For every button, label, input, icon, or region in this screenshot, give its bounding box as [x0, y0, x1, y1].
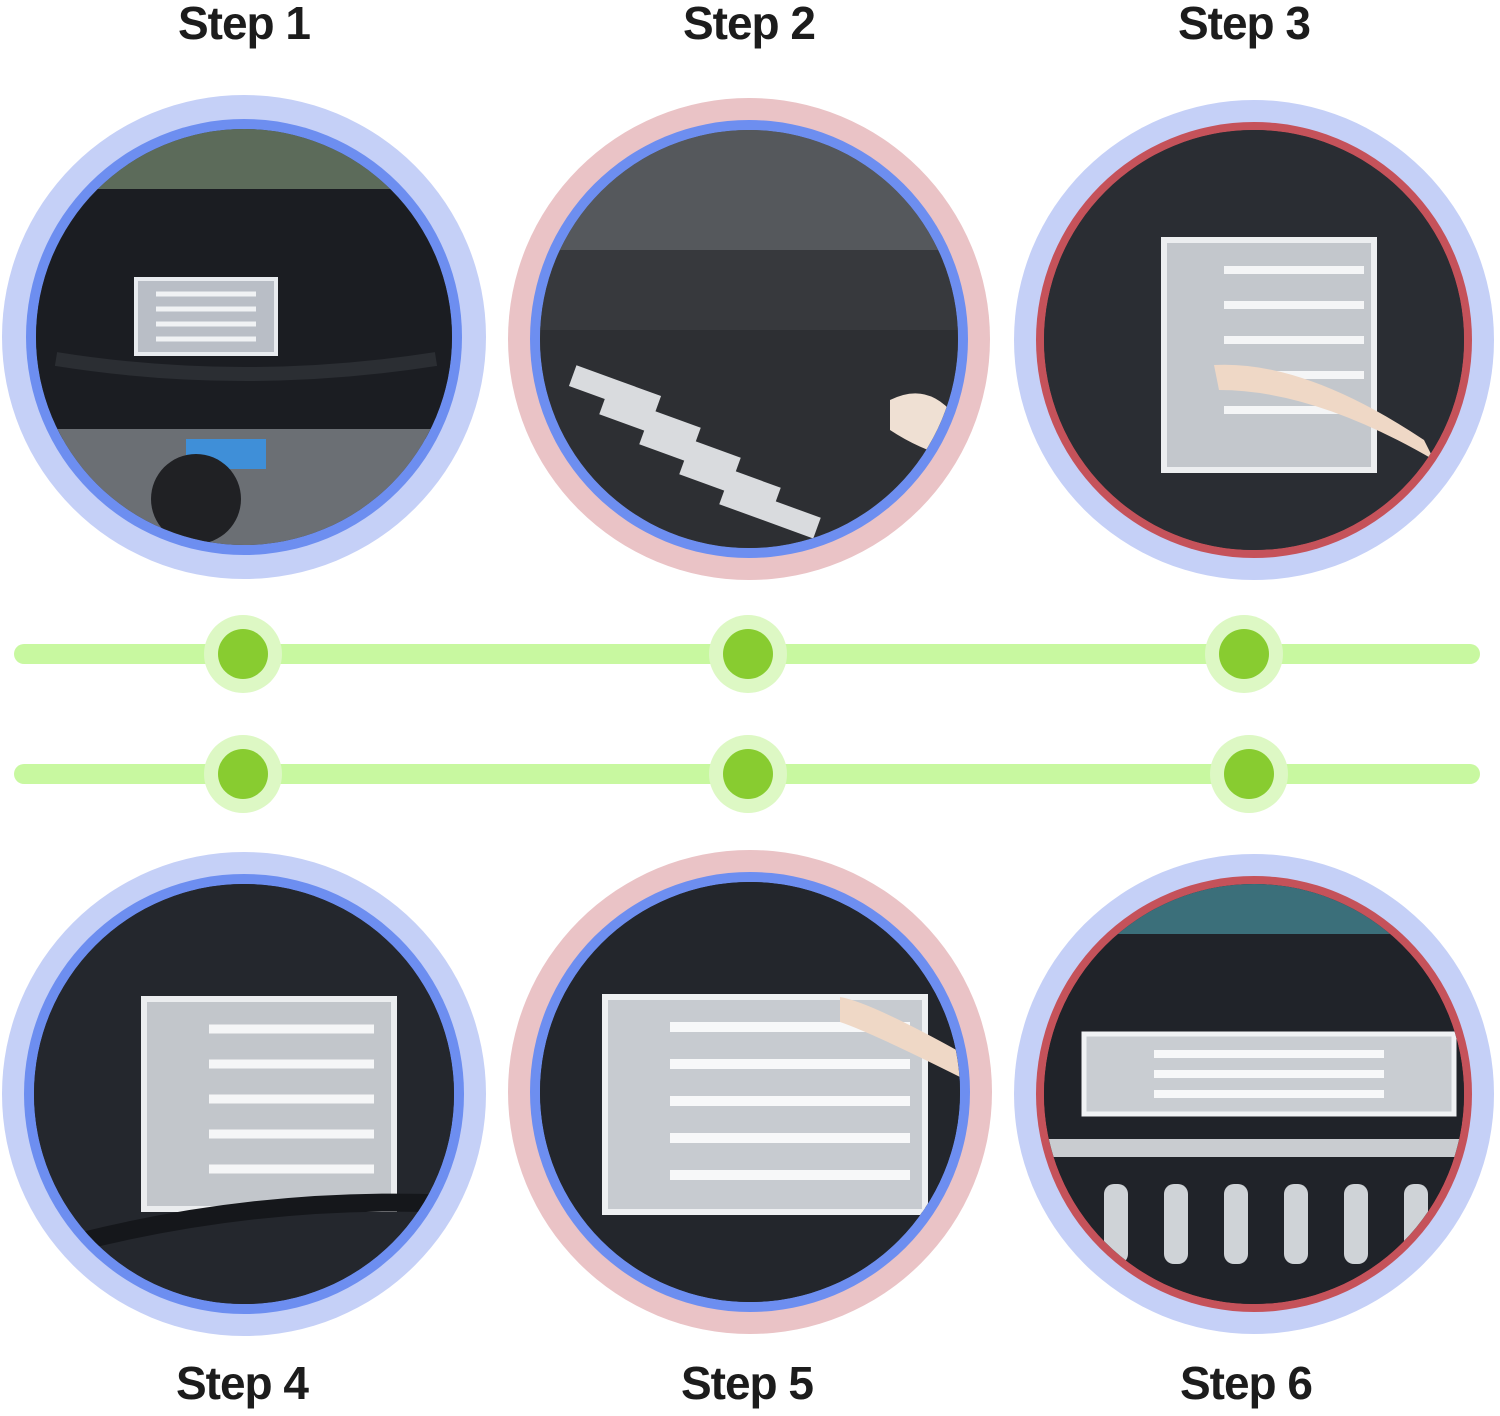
step-4-label: Step 4	[175, 1357, 309, 1409]
car-hood-vent-photo-icon	[540, 130, 958, 548]
timeline-dot-icon	[723, 749, 773, 799]
step-5-photo	[508, 850, 992, 1334]
step-1-photo-ring	[26, 119, 462, 555]
step-1-photo-content	[36, 129, 452, 545]
timeline-dot-4	[204, 735, 282, 813]
step-2-photo-ring	[530, 120, 968, 558]
step-3-photo-ring	[1036, 122, 1472, 558]
step-3-label: Step 3	[1177, 0, 1311, 49]
timeline-dot-5	[709, 735, 787, 813]
timeline-dot-3	[1205, 615, 1283, 693]
timeline-dot-icon	[1224, 749, 1274, 799]
timeline-dot-icon	[723, 629, 773, 679]
step-6-photo-content	[1044, 884, 1464, 1304]
step-3-photo	[1014, 100, 1494, 580]
step-5-photo-ring	[530, 872, 970, 1312]
step-3-photo-content	[1044, 130, 1464, 550]
step-6-photo-ring	[1036, 876, 1472, 1312]
timeline-dot-icon	[218, 749, 268, 799]
car-hood-vent-photo-icon	[540, 882, 960, 1302]
car-hood-vent-photo-icon	[34, 884, 454, 1304]
step-6-photo	[1014, 854, 1494, 1334]
step-2-photo-content	[540, 130, 958, 548]
timeline-dot-6	[1210, 735, 1288, 813]
step-4-photo	[2, 852, 486, 1336]
timeline-dot-icon	[1219, 629, 1269, 679]
step-1-label: Step 1	[177, 0, 311, 49]
step-6-label: Step 6	[1179, 1357, 1313, 1409]
step-4-photo-content	[34, 884, 454, 1304]
timeline-dot-icon	[218, 629, 268, 679]
step-5-photo-content	[540, 882, 960, 1302]
car-hood-vent-photo-icon	[1044, 884, 1464, 1304]
timeline-dot-1	[204, 615, 282, 693]
car-hood-vent-photo-icon	[36, 129, 452, 545]
step-4-photo-ring	[24, 874, 464, 1314]
step-5-label: Step 5	[680, 1357, 814, 1409]
step-2-photo	[508, 98, 990, 580]
step-1-photo	[2, 95, 486, 579]
car-hood-vent-photo-icon	[1044, 130, 1464, 550]
timeline-dot-2	[709, 615, 787, 693]
step-2-label: Step 2	[682, 0, 816, 49]
